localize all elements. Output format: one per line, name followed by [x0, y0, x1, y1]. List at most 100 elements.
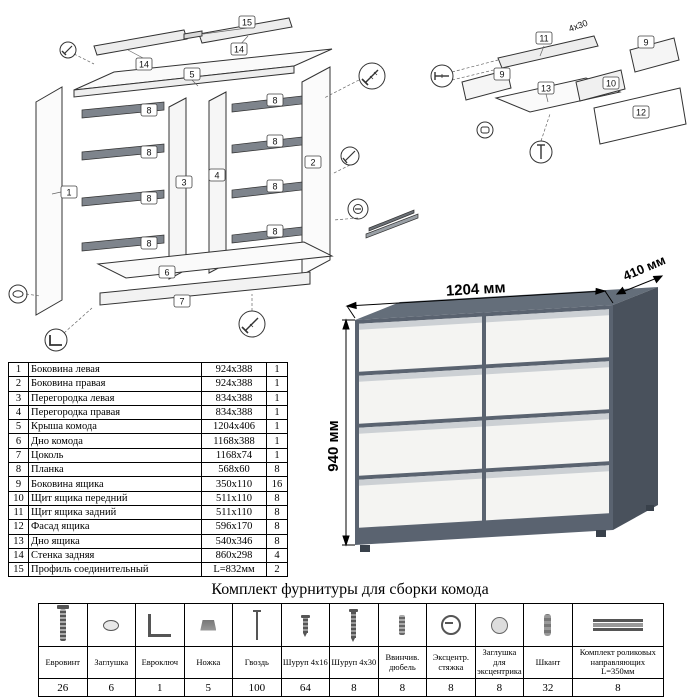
hardware-icon-cell	[572, 604, 663, 647]
hardware-qty: 100	[248, 681, 266, 694]
part-number: 12	[8, 519, 29, 535]
part-label-9: 9	[643, 38, 648, 48]
hardware-kit-title: Комплект фурнитуры для сборки комода	[211, 581, 489, 598]
foot-icon	[200, 619, 217, 631]
part-name: Крыша комода	[28, 419, 202, 435]
drawer-slide-illustration	[365, 209, 419, 239]
parts-table-row: 6 Дно комода 1168x388 1	[8, 433, 288, 449]
drawer-side-shape	[629, 37, 680, 73]
hardware-icon-cell	[136, 604, 184, 647]
part-labels: 11 9 9 13 10 12 4x30	[493, 18, 655, 119]
hardware-item: Гвоздь 100	[233, 604, 282, 696]
hardware-qty: 8	[399, 681, 406, 694]
drawer-grip-notches	[359, 309, 609, 486]
hardware-name: Эксцентр. стяжка	[427, 647, 475, 679]
hardware-item: Комплект роликовых направляющих L=350мм …	[572, 604, 663, 696]
part-number: 2	[8, 376, 29, 392]
part-name: Боковина левая	[28, 361, 202, 378]
part-size: 1168x388	[201, 433, 267, 449]
dresser-right-face	[613, 287, 658, 530]
part-name: Профиль соединительный	[28, 562, 202, 578]
part-size: 1168x74	[201, 447, 267, 464]
parts-table-row: 5 Крыша комода 1204x406 1	[8, 419, 288, 435]
cap-callout-icon	[8, 284, 28, 304]
part-name: Дно комода	[28, 433, 202, 449]
part-qty: 8	[266, 462, 288, 478]
part-label-3: 3	[181, 178, 186, 188]
hexkey-callout-icon	[44, 328, 68, 352]
dowel-callout-icon	[476, 121, 494, 139]
screw-callout-icon	[59, 41, 77, 59]
part-name: Щит ящика задний	[28, 504, 202, 521]
depth-dimension	[615, 275, 664, 295]
part-qty: 1	[266, 433, 288, 449]
connecting-profile-shape	[183, 30, 203, 40]
part-label-12: 12	[636, 108, 646, 118]
screw-icon	[300, 614, 310, 637]
hardware-name: Евроключ	[136, 647, 184, 679]
part-qty: 4	[266, 547, 288, 564]
back-wall-shape	[93, 29, 188, 56]
part-qty: 1	[266, 361, 288, 378]
part-size: 834x388	[201, 390, 267, 406]
width-dimension	[345, 287, 614, 319]
part-label-8: 8	[272, 137, 277, 147]
hardware-qty: 8	[496, 681, 503, 694]
hardware-name: Комплект роликовых направляющих L=350мм	[572, 647, 663, 679]
hardware-qty: 32	[542, 681, 554, 694]
hardware-qty: 26	[57, 681, 69, 694]
side-panel-right-shape	[301, 66, 331, 276]
hardware-icon-cell	[233, 604, 281, 647]
hardware-item: Заглушка для эксцентрика 8	[475, 604, 525, 696]
part-qty: 8	[266, 519, 288, 535]
part-number: 8	[8, 462, 29, 478]
slides-icon	[592, 619, 643, 631]
parts-table-row: 4 Перегородка правая 834x388 1	[8, 404, 288, 421]
dowel-screw-icon	[399, 615, 406, 635]
part-number: 6	[8, 433, 29, 449]
part-size: L=832мм	[201, 562, 267, 578]
hardware-icon-cell	[184, 604, 233, 647]
part-labels: 15 14 14 5 1 2 3 4 6 7 8 8 8 8	[60, 15, 322, 308]
part-size: 1204x406	[201, 419, 267, 435]
part-label-5: 5	[189, 70, 194, 80]
hardware-qty: 64	[299, 681, 311, 694]
hardware-name: Гвоздь	[233, 647, 281, 679]
part-size: 924x388	[201, 361, 267, 378]
hardware-item: Заглушка 6	[87, 604, 137, 696]
drawer-back-shape	[497, 35, 599, 69]
hardware-icon-cell	[281, 604, 330, 647]
part-size: 924x388	[201, 376, 267, 392]
cabinet-panels	[35, 17, 334, 316]
hardware-name: Ввинчив. дюбель	[378, 647, 427, 679]
parts-table-row: 9 Боковина ящика 350x110 16	[8, 476, 288, 492]
part-name: Перегородка левая	[28, 390, 202, 406]
hardware-icon-cell	[87, 604, 136, 647]
part-label-9: 9	[499, 70, 504, 80]
hardware-item: Евроключ 1	[136, 604, 185, 696]
cam-lock-icon	[440, 615, 461, 635]
part-qty: 8	[266, 504, 288, 521]
part-qty: 8	[266, 490, 288, 506]
hardware-qty: 6	[108, 681, 115, 694]
part-size: 568x60	[201, 462, 267, 478]
parts-table-row: 11 Щит ящика задний 511x110 8	[8, 504, 288, 521]
hardware-table: Евровинт 26 Заглушка 6 Евроключ 1 Ножка …	[38, 603, 664, 697]
hardware-callouts	[430, 64, 553, 164]
part-label-14: 14	[139, 60, 149, 70]
part-size: 540x346	[201, 533, 267, 549]
hardware-item: Эксцентр. стяжка 8	[427, 604, 476, 696]
hardware-qty: 1	[157, 681, 163, 694]
dresser-top-face	[355, 287, 658, 320]
part-size: 511x110	[201, 490, 267, 506]
plinth-shape	[99, 271, 311, 306]
dresser-render: 1204 мм 410 мм 940 мм	[326, 256, 668, 552]
part-number: 13	[8, 533, 29, 549]
part-number: 7	[8, 447, 29, 464]
part-name: Планка	[28, 462, 202, 478]
parts-table-row: 15 Профиль соединительный L=832мм 2	[8, 562, 288, 578]
parts-table-row: 14 Стенка задняя 860x298 4	[8, 547, 288, 564]
parts-table-row: 1 Боковина левая 924x388 1	[8, 361, 288, 378]
parts-table-row: 7 Цоколь 1168x74 1	[8, 447, 288, 464]
leader-lines	[25, 27, 360, 334]
